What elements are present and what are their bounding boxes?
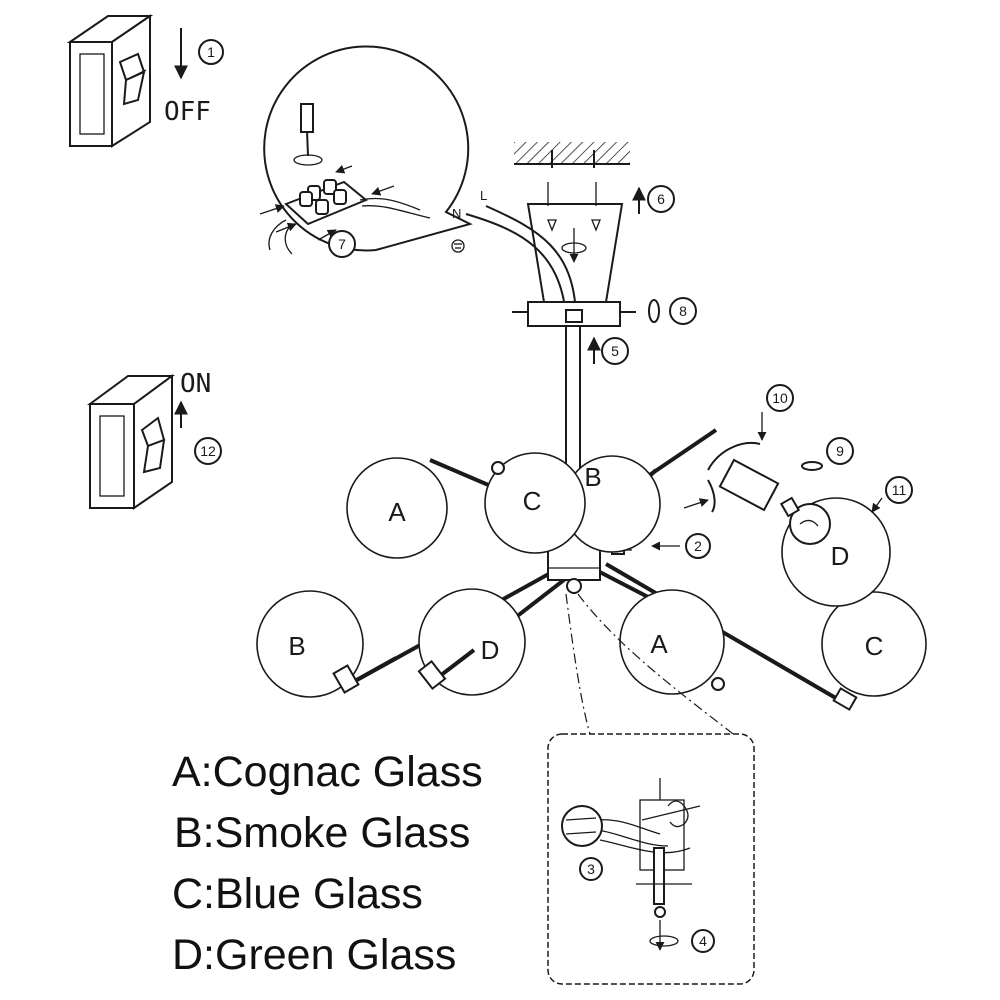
svg-text:B: B xyxy=(584,462,601,492)
step-7-marker: 7 xyxy=(328,230,356,258)
step-6-marker: 6 xyxy=(647,185,675,213)
glass-legend: A:Cognac Glass B:Smoke Glass C:Blue Glas… xyxy=(172,742,483,986)
svg-text:D: D xyxy=(481,635,500,665)
on-label: ON xyxy=(180,369,211,399)
svg-text:11: 11 xyxy=(892,482,907,498)
svg-text:3: 3 xyxy=(587,861,595,877)
svg-text:1: 1 xyxy=(207,44,215,60)
globe-upper-a: A xyxy=(346,457,448,559)
ceiling xyxy=(514,142,630,168)
live-wire-label: L xyxy=(480,188,487,203)
step-5-marker: 5 xyxy=(601,337,629,365)
canopy xyxy=(512,301,636,327)
supply-wire xyxy=(485,205,577,317)
rotate-icon xyxy=(293,154,323,166)
globe-upper-b: B xyxy=(563,455,661,553)
svg-text:7: 7 xyxy=(338,236,346,252)
svg-text:D: D xyxy=(831,541,850,571)
globe-lower-d: D xyxy=(418,588,526,696)
toggle-lever-up-icon xyxy=(140,416,166,474)
lamp-holder xyxy=(707,442,780,513)
step-12-marker: 12 xyxy=(194,437,222,465)
mounting-bracket xyxy=(526,182,624,303)
wall-switch-on xyxy=(86,374,176,510)
svg-text:C: C xyxy=(523,486,542,516)
svg-text:10: 10 xyxy=(772,390,788,406)
svg-text:8: 8 xyxy=(679,303,687,319)
arrow-down-left-icon xyxy=(871,497,883,513)
plug-connector-icon xyxy=(561,805,603,847)
wall-switch-off xyxy=(66,14,154,148)
step-11-marker: 11 xyxy=(885,476,913,504)
legend-item-cognac: A:Cognac Glass xyxy=(172,748,483,796)
svg-text:A: A xyxy=(388,497,406,527)
step-4-marker: 4 xyxy=(691,929,715,953)
rotate-icon xyxy=(801,461,823,471)
step-10-marker: 10 xyxy=(766,384,794,412)
step-3-marker: 3 xyxy=(579,857,603,881)
rotate-icon xyxy=(649,935,679,947)
svg-text:2: 2 xyxy=(694,538,702,554)
svg-text:A: A xyxy=(650,629,668,659)
canopy-screw-rotate-icon xyxy=(648,299,660,323)
step-8-marker: 8 xyxy=(669,297,697,325)
svg-text:4: 4 xyxy=(699,933,707,949)
bulb-icon xyxy=(779,496,831,545)
step-2-marker: 2 xyxy=(685,533,711,559)
step-1-marker: 1 xyxy=(198,39,224,65)
detail-link-line xyxy=(565,593,747,745)
step-9-marker: 9 xyxy=(826,437,854,465)
globe-lower-b: B xyxy=(256,590,364,698)
legend-item-blue: C:Blue Glass xyxy=(172,870,423,918)
arrow-right-icon xyxy=(683,498,709,509)
svg-text:B: B xyxy=(288,631,305,661)
ground-icon xyxy=(451,239,465,253)
globe-lower-a: A xyxy=(619,589,725,695)
legend-item-smoke: B:Smoke Glass xyxy=(174,809,471,857)
svg-text:12: 12 xyxy=(200,443,216,459)
svg-text:5: 5 xyxy=(611,343,619,359)
hub-detail-box: 3 4 xyxy=(547,733,755,985)
off-label: OFF xyxy=(164,97,211,127)
svg-text:6: 6 xyxy=(657,191,665,207)
terminal-block-icon xyxy=(284,179,368,226)
toggle-lever-down-icon xyxy=(118,52,147,106)
svg-text:9: 9 xyxy=(836,443,844,459)
globe-upper-c: C xyxy=(484,452,586,554)
wiring-detail-bubble: 7 xyxy=(259,45,473,258)
legend-item-green: D:Green Glass xyxy=(172,931,457,979)
neutral-wire-label: N xyxy=(452,206,461,221)
globe-lower-c: C xyxy=(821,591,927,697)
supply-wire xyxy=(465,213,567,317)
svg-text:C: C xyxy=(865,631,884,661)
